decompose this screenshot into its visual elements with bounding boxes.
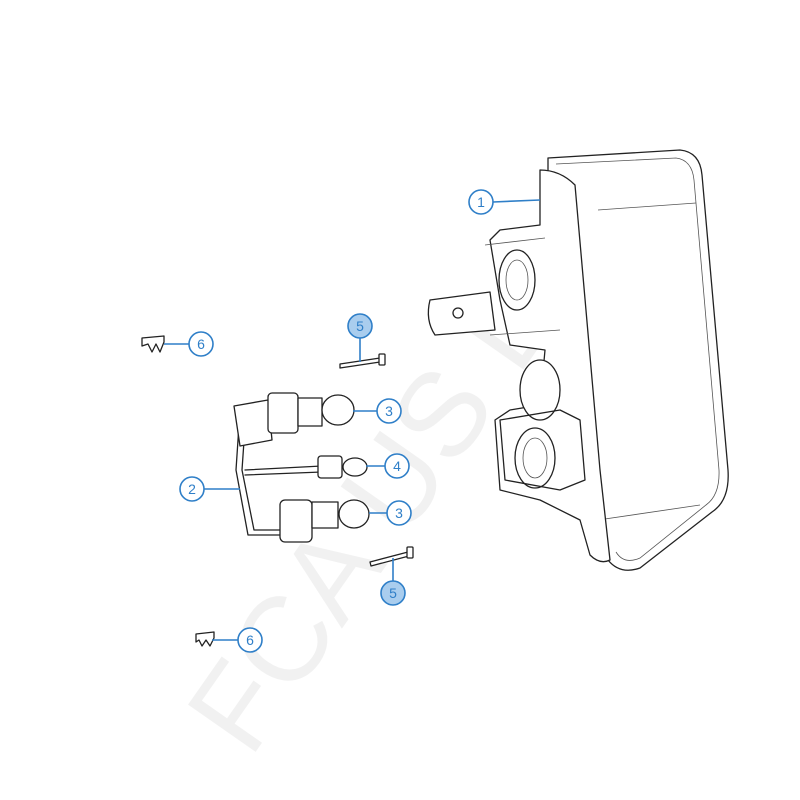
pin-lower[interactable] — [369, 546, 414, 567]
callout-6-upper[interactable]: 6 — [188, 331, 214, 357]
svg-text:4: 4 — [393, 458, 401, 474]
callout-3-upper[interactable]: 3 — [376, 398, 402, 424]
callout-3-lower[interactable]: 3 — [386, 500, 412, 526]
svg-text:3: 3 — [385, 403, 393, 419]
bulb-socket-small[interactable] — [317, 455, 368, 479]
wiring-harness[interactable] — [233, 399, 323, 536]
callout-5-upper[interactable]: 5 — [347, 313, 373, 339]
callout-4[interactable]: 4 — [384, 453, 410, 479]
pin-upper[interactable] — [339, 353, 386, 369]
svg-text:3: 3 — [395, 505, 403, 521]
clip-upper[interactable] — [141, 335, 165, 353]
callout-6-lower[interactable]: 6 — [237, 627, 263, 653]
clip-lower[interactable] — [195, 631, 215, 647]
leader-1 — [492, 199, 541, 203]
callout-5-lower[interactable]: 5 — [380, 580, 406, 606]
svg-text:6: 6 — [197, 336, 205, 352]
bulb-socket-lower[interactable] — [279, 499, 370, 543]
svg-text:6: 6 — [246, 632, 254, 648]
svg-text:2: 2 — [188, 481, 196, 497]
callout-2[interactable]: 2 — [179, 476, 205, 502]
bulb-socket-upper[interactable] — [267, 392, 355, 434]
svg-text:5: 5 — [389, 585, 397, 601]
callout-1[interactable]: 1 — [468, 189, 494, 215]
svg-text:5: 5 — [356, 318, 364, 334]
tail-lamp-housing[interactable] — [427, 149, 729, 571]
svg-text:1: 1 — [477, 194, 485, 210]
